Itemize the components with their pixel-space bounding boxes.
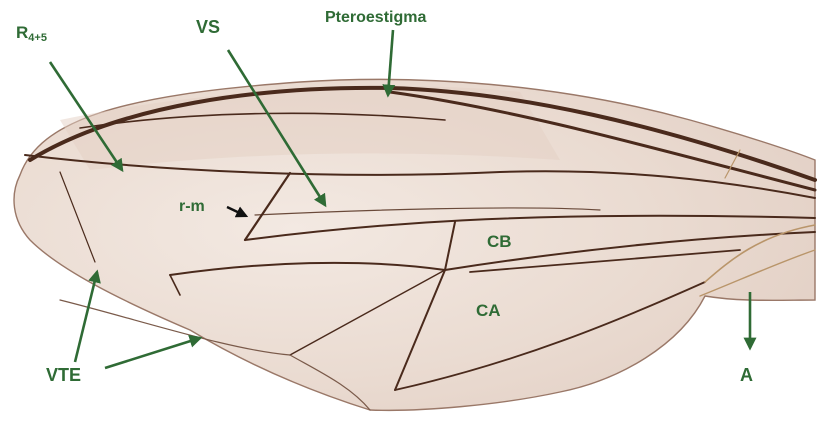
label-r45-sub: 4+5 bbox=[28, 32, 47, 44]
arrow-vte-left bbox=[75, 272, 97, 362]
label-pteroestigma: Pteroestigma bbox=[325, 10, 426, 26]
arrow-vte-right bbox=[105, 338, 200, 368]
label-r45: R4+5 bbox=[16, 24, 47, 44]
label-r45-main: R bbox=[16, 23, 28, 42]
label-a: A bbox=[740, 366, 753, 384]
label-vte: VTE bbox=[46, 366, 81, 384]
label-cb: CB bbox=[487, 233, 512, 250]
label-ca: CA bbox=[476, 302, 501, 319]
label-vs: VS bbox=[196, 18, 220, 36]
label-rm: r-m bbox=[179, 199, 205, 215]
